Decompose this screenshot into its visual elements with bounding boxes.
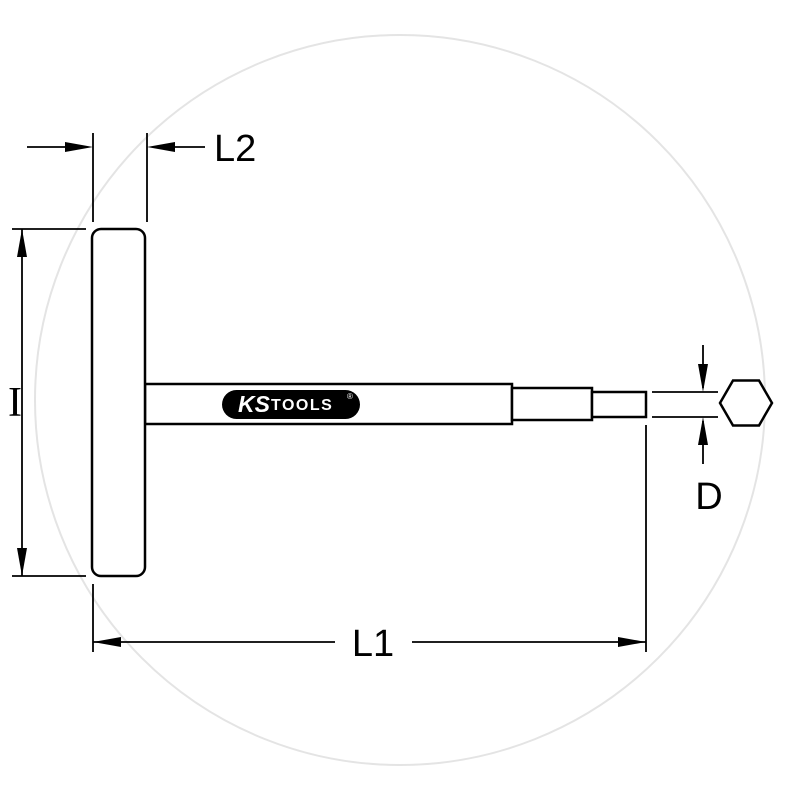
arrowhead-icon xyxy=(147,142,175,152)
arrowhead-icon xyxy=(17,229,27,257)
arrowhead-icon xyxy=(17,548,27,576)
arrowhead-icon xyxy=(93,637,121,647)
shaft-tip xyxy=(590,390,648,419)
dimension-d xyxy=(652,345,718,464)
dim-i-label: I xyxy=(8,380,22,426)
shaft-step xyxy=(510,386,594,422)
arrowhead-icon xyxy=(698,364,708,392)
logo-registered-mark: ® xyxy=(347,392,353,401)
dim-l2-label: L2 xyxy=(214,128,256,170)
arrowhead-icon xyxy=(65,142,93,152)
wrench-body xyxy=(90,227,774,578)
kstools-logo: KS TOOLS ® xyxy=(222,390,360,419)
dim-l1-label: L1 xyxy=(352,623,394,665)
arrowhead-icon xyxy=(698,417,708,445)
hex-bit-icon xyxy=(718,379,774,427)
t-handle xyxy=(90,227,147,578)
logo-tools-text: TOOLS xyxy=(271,397,333,414)
logo-ks-text: KS xyxy=(238,391,271,417)
logo-background xyxy=(222,390,360,419)
dimension-i xyxy=(12,228,86,577)
dimension-l2 xyxy=(27,133,205,222)
dimension-l1 xyxy=(92,425,647,652)
arrowhead-icon xyxy=(618,637,646,647)
dim-d-label: D xyxy=(695,476,722,518)
